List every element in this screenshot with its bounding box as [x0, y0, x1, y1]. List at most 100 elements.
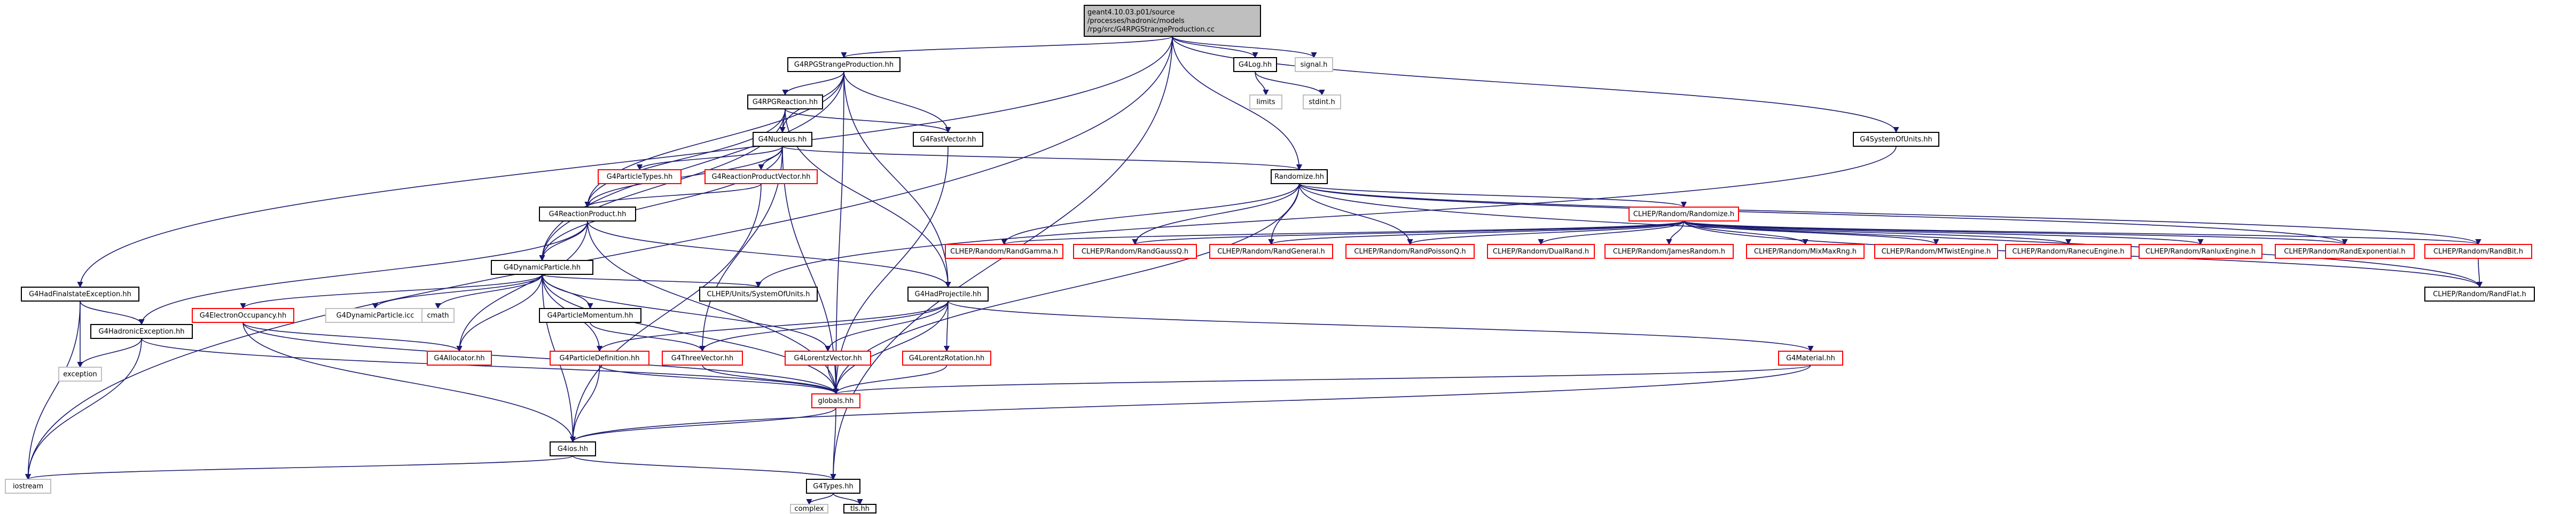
edge	[77, 338, 142, 368]
node-dynamicParticle[interactable]: G4DynamicParticle.hh	[491, 260, 593, 275]
node-g4types[interactable]: G4Types.hh	[806, 479, 860, 494]
node-electronOccupancy[interactable]: G4ElectronOccupancy.hh	[192, 308, 294, 323]
node-lorentzRotation[interactable]: G4LorentzRotation.hh	[902, 351, 991, 366]
edge-rpgStrange-to-globals	[833, 71, 844, 395]
node-globals[interactable]: globals.hh	[811, 393, 860, 408]
node-box	[90, 324, 193, 339]
node-box	[790, 504, 828, 513]
edge-rpgStrange-to-dynamicParticle	[539, 71, 844, 262]
edge-root-to-signal	[1172, 36, 1317, 59]
node-reactionProductVector[interactable]: G4ReactionProductVector.hh	[704, 169, 818, 184]
edge	[785, 108, 951, 133]
node-dualRand[interactable]: CLHEP/Random/DualRand.h	[1487, 244, 1595, 259]
edge-clhepRandomize-to-ranecu	[1683, 220, 2071, 246]
edge-hadProjectile-to-lorentzVector	[825, 301, 949, 352]
edge-g4nucleus-to-reactionProduct	[584, 146, 783, 208]
edge-g4nucleus-to-globals	[782, 146, 839, 395]
edge	[25, 36, 1173, 480]
edge-reactionProduct-to-allocator	[456, 220, 588, 352]
edge-dynamicParticle-to-dynamicParticleIcc	[372, 274, 543, 310]
node-particleMomentum[interactable]: G4ParticleMomentum.hh	[539, 308, 641, 323]
node-fastVector[interactable]: G4FastVector.hh	[913, 132, 983, 147]
node-box	[945, 244, 1063, 259]
node-randGeneral[interactable]: CLHEP/Random/RandGeneral.h	[1209, 244, 1333, 259]
node-jamesRandom[interactable]: CLHEP/Random/JamesRandom.h	[1604, 244, 1734, 259]
node-randBit[interactable]: CLHEP/Random/RandBit.h	[2424, 244, 2532, 259]
edge	[1298, 183, 1687, 208]
node-box	[58, 367, 102, 382]
node-box	[785, 351, 871, 366]
node-label: G4Nucleus.hh	[758, 136, 807, 144]
node-g4log[interactable]: G4Log.hh	[1233, 57, 1277, 72]
node-threeVector[interactable]: G4ThreeVector.hh	[662, 351, 743, 366]
edge	[833, 146, 949, 395]
node-randomize[interactable]: Randomize.hh	[1271, 169, 1328, 184]
edge	[843, 71, 951, 133]
node-hadFinalStateEx[interactable]: G4HadFinalstateException.hh	[21, 287, 139, 302]
node-signal: signal.h	[1295, 57, 1333, 72]
node-clhepRandomize[interactable]: CLHEP/Random/Randomize.h	[1628, 207, 1739, 222]
node-clhepUnits[interactable]: CLHEP/Units/SystemOfUnits.h	[699, 287, 818, 302]
node-mtwist[interactable]: CLHEP/Random/MTwistEngine.h	[1874, 244, 1998, 259]
node-randGamma[interactable]: CLHEP/Random/RandGamma.h	[945, 244, 1063, 259]
edge-threeVector-to-globals	[702, 365, 839, 395]
edge	[584, 146, 783, 208]
node-label: CLHEP/Random/RandPoissonQ.h	[1354, 248, 1466, 256]
node-hadProjectile[interactable]: G4HadProjectile.hh	[907, 287, 989, 302]
node-ranecu[interactable]: CLHEP/Random/RanecuEngine.h	[2005, 244, 2132, 259]
node-sysUnits[interactable]: G4SystemOfUnits.hh	[1853, 132, 1939, 147]
edge-g4log-to-stdint	[1255, 71, 1325, 96]
node-box	[192, 308, 294, 323]
node-box	[1084, 5, 1261, 37]
node-randPoissonQ[interactable]: CLHEP/Random/RandPoissonQ.h	[1345, 244, 1475, 259]
node-root[interactable]: geant4.10.03.p01/source/processes/hadron…	[1084, 5, 1261, 37]
node-label: G4Material.hh	[1786, 354, 1835, 362]
edge-clhepRandomize-to-randExponential	[1683, 220, 2348, 246]
node-mixMax[interactable]: CLHEP/Random/MixMaxRng.h	[1746, 244, 1865, 259]
node-box	[5, 479, 51, 494]
edge-hadProjectile-to-material	[948, 301, 1814, 352]
node-label: G4LorentzVector.hh	[794, 354, 862, 362]
edge-g4ios-to-iostream	[25, 455, 574, 480]
edge	[1001, 220, 1685, 246]
edge	[242, 322, 839, 395]
node-randExponential[interactable]: CLHEP/Random/RandExponential.h	[2275, 244, 2415, 259]
edge	[833, 71, 844, 395]
node-g4ios[interactable]: G4ios.hh	[550, 441, 596, 456]
node-allocator[interactable]: G4Allocator.hh	[427, 351, 492, 366]
node-label: G4SystemOfUnits.hh	[1860, 136, 1932, 144]
edge-hadronicException-to-exception	[77, 338, 142, 368]
edge-clhepRandomize-to-randGamma	[1001, 220, 1685, 246]
edge	[570, 365, 1811, 443]
node-label: G4ThreeVector.hh	[671, 354, 733, 362]
node-particleDefinition[interactable]: G4ParticleDefinition.hh	[550, 351, 649, 366]
node-lorentzVector[interactable]: G4LorentzVector.hh	[785, 351, 871, 366]
node-ranlux[interactable]: CLHEP/Random/RanluxEngine.h	[2139, 244, 2262, 259]
node-reactionProduct[interactable]: G4ReactionProduct.hh	[539, 207, 636, 222]
edge	[825, 301, 949, 352]
edge-globals-to-g4ios	[570, 407, 836, 443]
node-label: G4HadFinalstateException.hh	[29, 290, 131, 298]
node-box	[1209, 244, 1333, 259]
node-label: CLHEP/Random/RandBit.h	[2433, 248, 2523, 256]
node-box	[913, 132, 983, 147]
edge-clhepRandomize-to-mixMax	[1683, 220, 1808, 246]
node-rpgStrange[interactable]: G4RPGStrangeProduction.hh	[787, 57, 901, 72]
node-complex: complex	[790, 504, 828, 513]
edge	[25, 301, 81, 480]
node-tlsHh[interactable]: tls.hh	[843, 504, 876, 513]
node-label: /processes/hadronic/models	[1087, 17, 1185, 25]
edge-hadProjectile-to-globals	[833, 301, 949, 395]
edge	[590, 322, 706, 352]
edge	[1172, 36, 1317, 59]
edge	[1298, 183, 1413, 246]
node-material[interactable]: G4Material.hh	[1778, 351, 1843, 366]
edge	[1298, 183, 2483, 288]
node-rpgReaction[interactable]: G4RPGReaction.hh	[747, 94, 823, 109]
node-hadronicException[interactable]: G4HadronicException.hh	[90, 324, 193, 339]
node-randGaussQ[interactable]: CLHEP/Random/RandGaussQ.h	[1073, 244, 1197, 259]
node-randFlat[interactable]: CLHEP/Random/RandFlat.h	[2424, 287, 2535, 302]
edge-g4log-to-limits	[1255, 71, 1269, 96]
node-particleTypes[interactable]: G4ParticleTypes.hh	[598, 169, 682, 184]
node-g4nucleus[interactable]: G4Nucleus.hh	[753, 132, 812, 147]
